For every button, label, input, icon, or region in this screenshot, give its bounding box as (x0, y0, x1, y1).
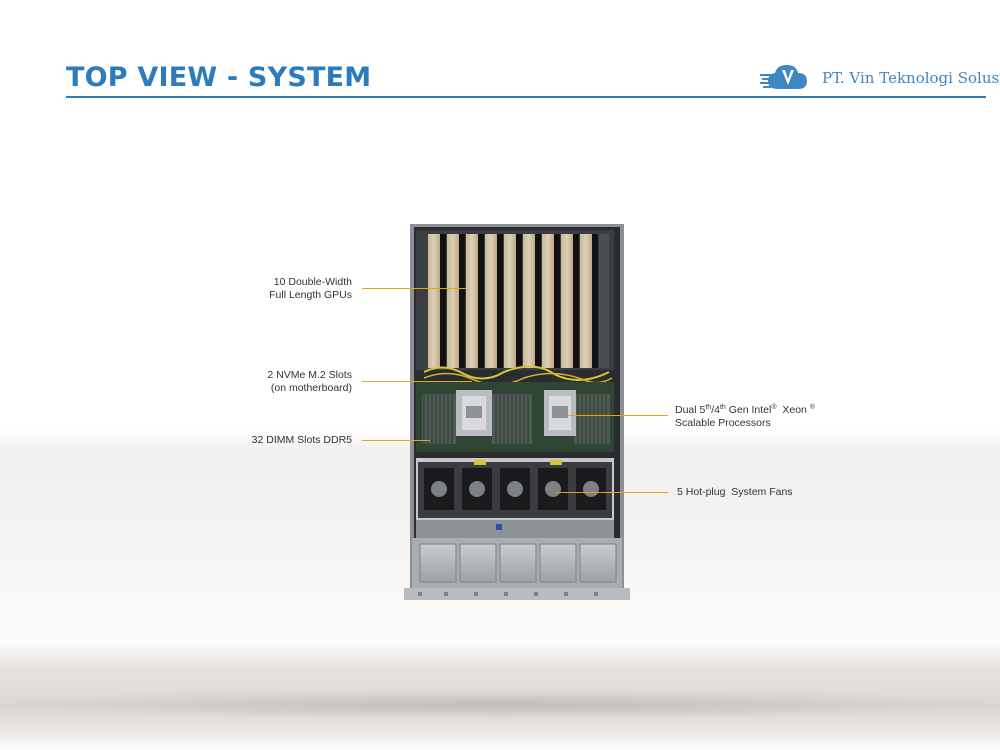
title-underline (66, 96, 986, 98)
background-shadow (0, 690, 1000, 720)
leader-line-dimm (362, 440, 430, 442)
callout-dimm: 32 DIMM Slots DDR5 (220, 434, 352, 447)
slide-title: TOP VIEW - SYSTEM (66, 62, 372, 93)
callout-cpu: Dual 5th/4th Gen Intel® Xeon ® Scalable … (675, 404, 875, 430)
callout-cpu-line2: Scalable Processors (675, 417, 771, 429)
background-shelf (0, 640, 1000, 750)
callout-gpus-line2: Full Length GPUs (269, 289, 352, 301)
callout-fans: 5 Hot-plug System Fans (677, 486, 877, 499)
callout-fans-line1: 5 Hot-plug System Fans (677, 486, 793, 498)
callout-nvme-line1: 2 NVMe M.2 Slots (267, 369, 352, 381)
leader-line-nvme (362, 381, 472, 383)
callout-dimm-line1: 32 DIMM Slots DDR5 (251, 434, 352, 446)
cloud-v-logo-icon (760, 65, 807, 89)
callout-gpus-line1: 10 Double-Width (273, 276, 352, 288)
company-logo: PT. Vin Teknologi Solusi (760, 60, 1000, 96)
leader-line-gpus (362, 288, 466, 290)
callout-gpus: 10 Double-Width Full Length GPUs (230, 276, 352, 302)
callout-nvme: 2 NVMe M.2 Slots (on motherboard) (230, 369, 352, 395)
leader-line-cpu (568, 415, 668, 417)
server-top-view-image (404, 224, 630, 600)
leader-line-fans (556, 492, 668, 494)
company-name: PT. Vin Teknologi Solusi (822, 69, 1000, 87)
callout-nvme-line2: (on motherboard) (270, 382, 352, 394)
callout-cpu-line1: Dual 5th/4th Gen Intel® Xeon ® (675, 404, 815, 416)
